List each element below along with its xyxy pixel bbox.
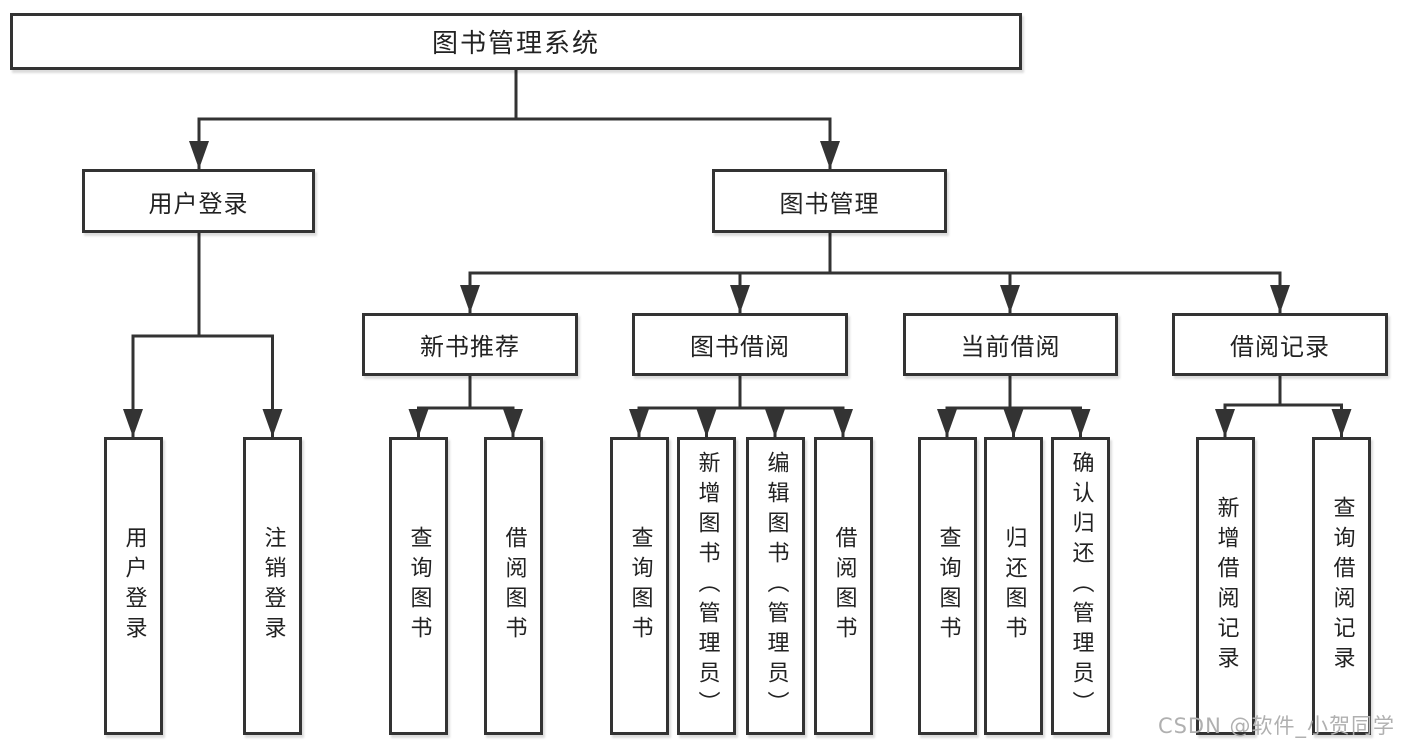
- leaf-logout-label: 注销登录: [260, 526, 286, 646]
- leaf-query-books-borrow-label: 查询图书: [627, 526, 653, 646]
- leaf-query-borrow-record-label: 查询借阅记录: [1329, 496, 1355, 676]
- leaf-borrow-books-recommend: 借阅图书: [484, 437, 543, 735]
- node-root: 图书管理系统: [10, 13, 1022, 70]
- leaf-borrow-books-label: 借阅图书: [831, 526, 857, 646]
- node-book-borrowing-label: 图书借阅: [690, 333, 790, 361]
- watermark: CSDN @软件_小贺同学: [1157, 714, 1395, 738]
- leaf-edit-book-admin-label: 编辑图书（管理员）: [763, 451, 789, 721]
- leaf-user-login-label: 用户登录: [121, 526, 147, 646]
- leaf-add-book-admin: 新增图书（管理员）: [677, 437, 736, 735]
- node-borrowing-records: 借阅记录: [1172, 313, 1388, 376]
- leaf-confirm-return-admin: 确认归还（管理员）: [1051, 437, 1110, 735]
- leaf-logout: 注销登录: [243, 437, 302, 735]
- leaf-query-books-current: 查询图书: [918, 437, 977, 735]
- node-current-borrowing-label: 当前借阅: [960, 333, 1061, 361]
- node-new-book-recommend-label: 新书推荐: [420, 333, 520, 361]
- leaf-edit-book-admin: 编辑图书（管理员）: [746, 437, 805, 735]
- leaf-return-book-label: 归还图书: [1001, 526, 1027, 646]
- node-current-borrowing: 当前借阅: [903, 313, 1118, 376]
- node-new-book-recommend: 新书推荐: [362, 313, 578, 376]
- leaf-add-borrow-record-label: 新增借阅记录: [1213, 496, 1239, 676]
- node-root-label: 图书管理系统: [431, 29, 600, 59]
- leaf-query-books-recommend-label: 查询图书: [406, 526, 432, 646]
- leaf-query-books-current-label: 查询图书: [935, 526, 961, 646]
- node-borrowing-records-label: 借阅记录: [1230, 333, 1330, 361]
- leaf-query-borrow-record: 查询借阅记录: [1312, 437, 1371, 735]
- leaf-borrow-books-recommend-label: 借阅图书: [501, 526, 527, 646]
- node-user-login: 用户登录: [82, 169, 315, 233]
- leaf-return-book: 归还图书: [984, 437, 1043, 735]
- node-book-borrowing: 图书借阅: [632, 313, 848, 376]
- leaf-add-book-admin-label: 新增图书（管理员）: [694, 451, 720, 721]
- leaf-add-borrow-record: 新增借阅记录: [1196, 437, 1255, 735]
- node-book-management: 图书管理: [712, 169, 947, 233]
- leaf-user-login: 用户登录: [104, 437, 163, 735]
- arrowheads: [123, 141, 1352, 437]
- leaf-query-books-recommend: 查询图书: [389, 437, 448, 735]
- leaf-query-books-borrow: 查询图书: [610, 437, 669, 735]
- leaf-borrow-books: 借阅图书: [814, 437, 873, 735]
- node-user-login-label: 用户登录: [148, 189, 249, 218]
- node-book-management-label: 图书管理: [779, 189, 880, 218]
- leaf-confirm-return-admin-label: 确认归还（管理员）: [1068, 451, 1094, 721]
